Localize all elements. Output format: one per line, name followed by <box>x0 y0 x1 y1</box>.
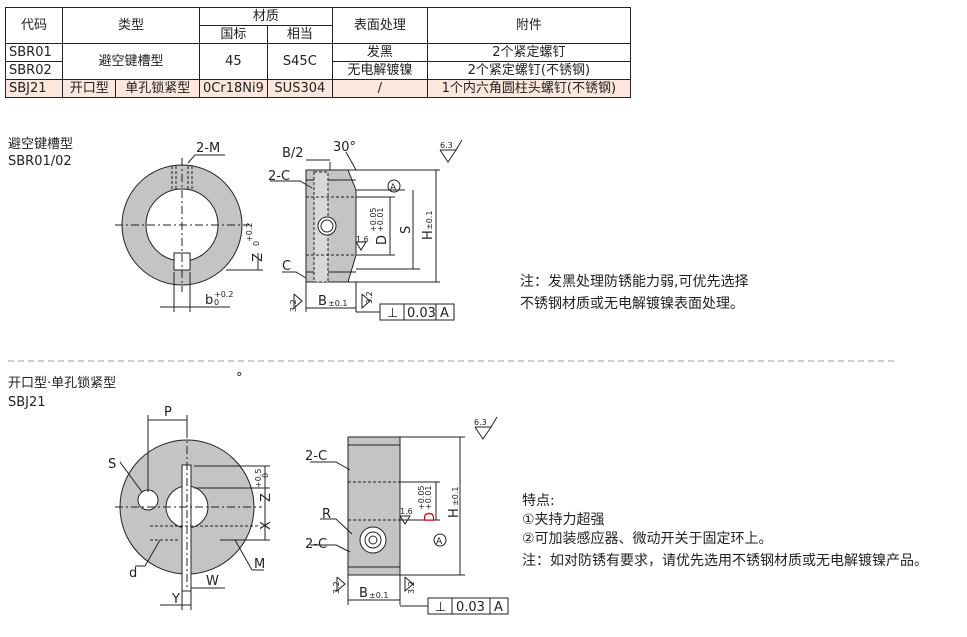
header-accessory: 附件 <box>426 7 631 44</box>
sbr-side-view <box>270 139 463 321</box>
row12-type: 避空键槽型 <box>62 43 200 80</box>
section2-title: 开口型·单孔锁紧型 <box>8 376 117 391</box>
label-z: Z <box>251 253 266 262</box>
label-h-tol: ±0.1 <box>425 211 434 230</box>
sbr-front-view <box>115 154 263 312</box>
label-tol-003: 0.03 <box>407 306 436 321</box>
features-title: 特点: <box>522 493 555 509</box>
label-s: S <box>399 226 414 234</box>
section1-title: 避空键槽型 <box>8 137 74 152</box>
label-perp: ⊥ <box>387 306 398 321</box>
label-tol-003: 0.03 <box>456 600 485 615</box>
section1-model: SBR01/02 <box>8 154 72 169</box>
label-x: X <box>259 521 274 530</box>
row3-type2: 单孔锁紧型 <box>115 79 200 98</box>
label-roughness-32a: 3.2 <box>332 581 341 594</box>
label-d-tol: +0.05 <box>417 485 426 510</box>
label-30deg: 30° <box>333 140 356 155</box>
label-bb: B <box>318 294 327 309</box>
label-datum-a: A <box>390 183 397 193</box>
row3-standard: 0Cr18Ni9 <box>199 79 268 98</box>
label-2c: 2-C <box>268 169 290 184</box>
label-z: Z <box>259 493 274 502</box>
label-roughness-16: 1.6 <box>400 507 413 516</box>
row3-code: SBJ21 <box>5 79 63 98</box>
label-datum: A <box>440 306 449 321</box>
label-h-tol: ±0.1 <box>451 487 460 506</box>
feature-1: ①夹持力超强 <box>522 512 605 528</box>
section1-note-line2: 不锈钢材质或无电解镀镍表面处理。 <box>520 296 744 312</box>
label-d: D <box>375 235 390 245</box>
label-h: H <box>421 230 436 240</box>
label-bb-tol: ±0.1 <box>369 591 388 600</box>
label-z-tol2: 0 <box>252 241 261 246</box>
header-type: 类型 <box>62 7 200 44</box>
label-roughness-63: 6.3 <box>474 418 487 427</box>
label-2m: 2-M <box>196 141 220 156</box>
label-roughness-63: 6.3 <box>440 141 453 150</box>
label-2c-top: 2-C <box>305 449 327 464</box>
label-roughness-32a: 3.2 <box>289 299 298 312</box>
label-d-tol: +0.05 <box>369 207 378 232</box>
label-b-tol: +0.2 <box>214 290 233 299</box>
label-d-large: D <box>423 512 438 522</box>
header-code: 代码 <box>5 7 63 44</box>
label-roughness-32b: 3.2 <box>407 581 416 594</box>
section1-note-line1: 注：发黑处理防锈能力弱,可优先选择 <box>520 274 749 290</box>
row12-equivalent: S45C <box>266 43 333 80</box>
label-m: M <box>254 557 265 572</box>
label-d-tol2: +0.01 <box>424 485 433 510</box>
label-r: R <box>322 507 331 522</box>
row2-accessory: 2个紧定螺钉(不锈钢) <box>426 61 631 80</box>
label-roughness-16: 1.6 <box>356 235 369 244</box>
label-p: P <box>164 405 172 420</box>
label-datum: A <box>494 600 503 615</box>
sbj-side-view <box>310 416 509 615</box>
label-2c-bottom: 2-C <box>305 537 327 552</box>
label-bb-tol: ±0.1 <box>328 299 347 308</box>
label-z-tol: +0.5 <box>254 469 263 488</box>
spec-table: 代码 类型 材质 表面处理 附件 国标 相当 SBR01 避空键槽型 45 S4… <box>5 7 631 98</box>
label-c: C <box>282 259 291 274</box>
label-datum-a: A <box>436 537 443 547</box>
label-z-tol: +0.2 <box>245 223 254 242</box>
label-s: S <box>108 457 116 472</box>
row3-accessory: 1个内六角圆柱头螺钉(不锈钢) <box>426 79 631 98</box>
row2-code: SBR02 <box>5 61 63 80</box>
feature-2: ②可加装感应器、微动开关于固定环上。 <box>522 531 773 547</box>
row2-surface: 无电解镀镍 <box>331 61 428 80</box>
label-b-half: B/2 <box>282 146 304 161</box>
row3-equivalent: SUS304 <box>266 79 333 98</box>
label-d-tol2: +0.01 <box>376 207 385 232</box>
header-equivalent: 相当 <box>266 25 333 44</box>
label-d-small: d <box>129 566 137 581</box>
label-b-tol2: 0 <box>214 298 219 307</box>
label-roughness-32b: 3.2 <box>365 291 374 304</box>
label-h: H <box>447 508 462 518</box>
label-y: Y <box>171 592 180 607</box>
row3-type1: 开口型 <box>61 79 117 98</box>
section2-note: 注：如对防锈有要求，请优先选用不锈钢材质或无电解镀镍产品。 <box>522 553 928 569</box>
sbj-front-view <box>115 415 270 610</box>
label-bb: B <box>359 586 368 601</box>
label-z-tol2: 0 <box>261 473 270 478</box>
label-perp: ⊥ <box>435 600 446 615</box>
section2-model: SBJ21 <box>8 395 46 410</box>
degree-mark: ° <box>236 371 243 386</box>
label-b: b <box>205 293 213 308</box>
row3-surface: / <box>331 79 428 98</box>
label-w: W <box>206 574 219 589</box>
